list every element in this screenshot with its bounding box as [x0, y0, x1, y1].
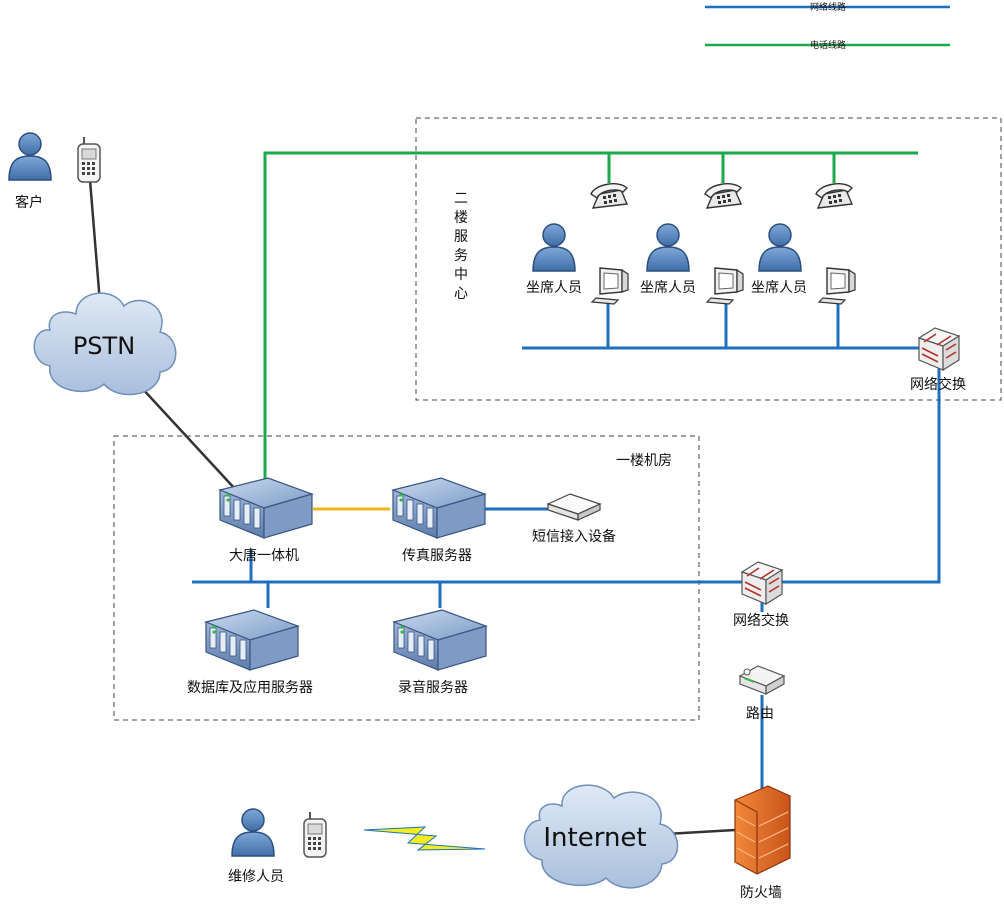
- agent-2-label: 坐席人员: [640, 280, 696, 296]
- second-floor-char-4: 务: [454, 248, 468, 264]
- firewall-label: 防火墙: [740, 885, 782, 901]
- desk-phone-icon: [590, 183, 628, 209]
- datang-server-label: 大唐一体机: [229, 547, 299, 564]
- network-switch-icon: [918, 327, 960, 371]
- record-server-icon: [393, 609, 487, 671]
- second-floor-title: 二 楼 服 务 中 心: [454, 191, 468, 302]
- network-switch-icon: [741, 561, 783, 605]
- second-floor-char-1: 二: [454, 191, 468, 207]
- phone-lines: [263, 151, 918, 490]
- monitor-icon: [591, 267, 629, 305]
- record-server-label: 录音服务器: [398, 679, 468, 696]
- router-icon: [739, 665, 785, 695]
- customer-person-icon: [8, 132, 52, 181]
- legend-network-label: 网络线路: [810, 1, 846, 13]
- agent-person-icon: [758, 223, 802, 272]
- switch-top-label: 网络交换: [910, 376, 966, 393]
- legend-phone-label: 电话线路: [810, 39, 846, 51]
- second-floor-char-3: 服: [454, 229, 468, 245]
- pstn-label: PSTN: [73, 332, 135, 360]
- datang-server-icon: [219, 477, 313, 539]
- pstn-cloud-icon: [33, 292, 177, 396]
- fax-server-icon: [392, 477, 486, 539]
- router-label: 路由: [746, 706, 774, 722]
- monitor-icon: [706, 267, 744, 305]
- second-floor-char-5: 中: [454, 267, 468, 283]
- second-floor-char-6: 心: [454, 286, 468, 302]
- network-lines: [192, 300, 941, 795]
- desk-phone-icon: [704, 183, 742, 209]
- first-floor-title: 一楼机房: [616, 453, 672, 469]
- pstn-lines: [88, 179, 736, 836]
- wireless-bolt-icon: [363, 826, 486, 851]
- monitor-icon: [818, 267, 856, 305]
- agent-person-icon: [532, 223, 576, 272]
- sms-device-icon: [547, 493, 601, 521]
- firewall-icon: [734, 785, 791, 875]
- internet-label: Internet: [543, 823, 646, 853]
- first-floor-zone: [113, 435, 700, 721]
- db-server-label: 数据库及应用服务器: [187, 679, 313, 696]
- agent-3-label: 坐席人员: [751, 280, 807, 296]
- db-server-icon: [205, 609, 299, 671]
- internet-cloud-icon: [523, 784, 679, 889]
- maintenance-cellphone-icon: [303, 811, 327, 858]
- fax-server-label: 传真服务器: [402, 548, 472, 564]
- customer-label: 客户: [15, 194, 43, 211]
- sms-device-label: 短信接入设备: [532, 528, 616, 545]
- second-floor-char-2: 楼: [454, 210, 468, 226]
- maintenance-person-icon: [231, 808, 275, 857]
- maintenance-label: 维修人员: [228, 869, 284, 885]
- customer-cellphone-icon: [77, 136, 101, 183]
- agent-person-icon: [646, 223, 690, 272]
- agent-1-label: 坐席人员: [526, 280, 582, 296]
- second-floor-zone: [415, 117, 1002, 401]
- switch-main-label: 网络交换: [733, 612, 789, 629]
- desk-phone-icon: [815, 183, 853, 209]
